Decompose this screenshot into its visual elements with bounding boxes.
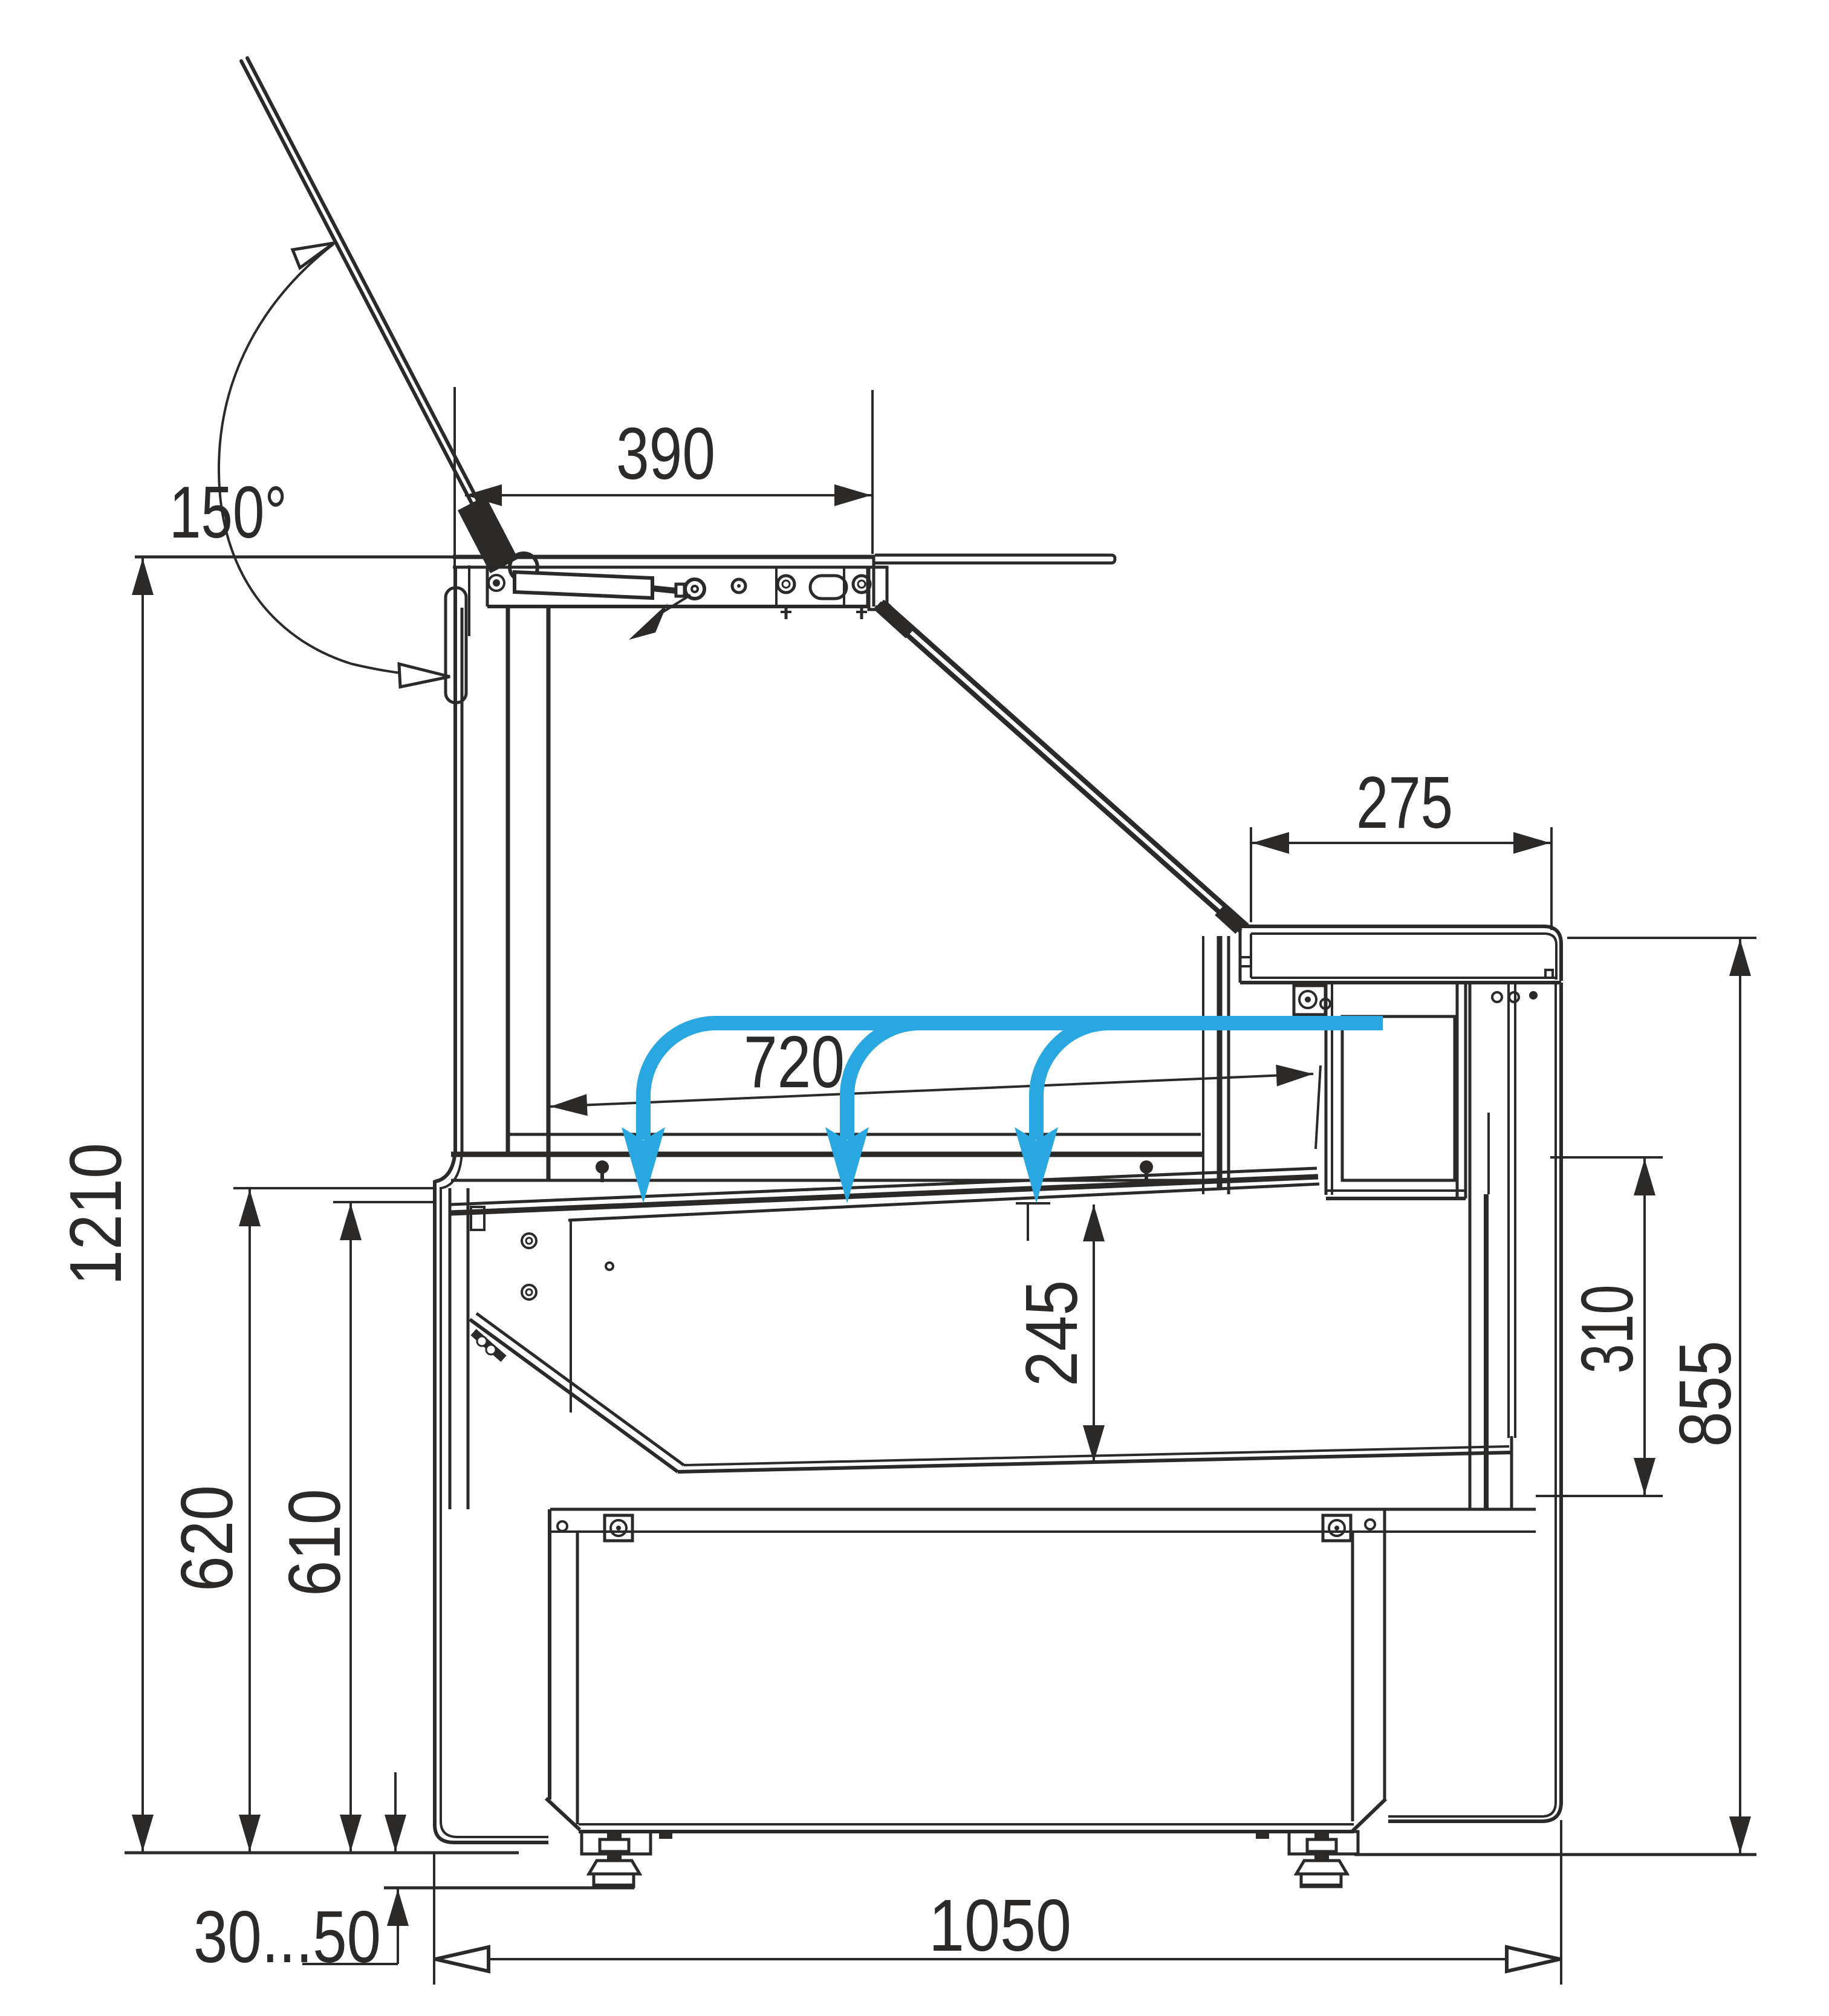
- svg-text:390: 390: [616, 412, 715, 495]
- svg-text:855: 855: [1664, 1341, 1746, 1447]
- svg-text:1050: 1050: [929, 1884, 1071, 1966]
- svg-text:30...50: 30...50: [193, 1896, 381, 1978]
- svg-text:620: 620: [166, 1485, 248, 1592]
- svg-text:275: 275: [1356, 761, 1453, 844]
- svg-text:245: 245: [1010, 1280, 1093, 1387]
- svg-text:150°: 150°: [169, 471, 287, 553]
- svg-text:610: 610: [273, 1489, 356, 1596]
- svg-text:1210: 1210: [54, 1143, 137, 1286]
- svg-text:310: 310: [1566, 1285, 1648, 1374]
- svg-text:720: 720: [744, 1021, 845, 1103]
